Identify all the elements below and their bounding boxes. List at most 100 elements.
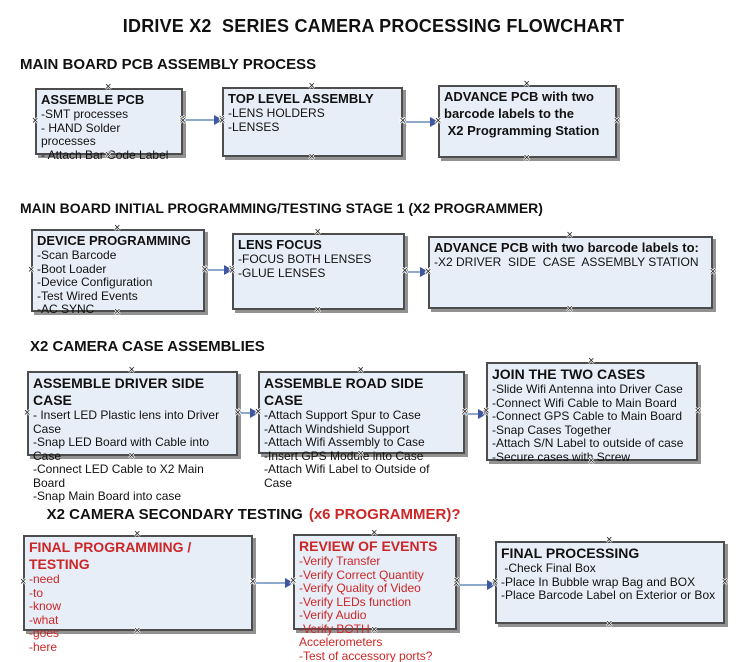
box-line: -here (29, 639, 58, 654)
anchor-x-icon: × (482, 407, 489, 419)
arrow-line (205, 269, 227, 271)
anchor-x-icon: × (606, 618, 613, 630)
flow-box-join-the-two-cases[interactable]: JOIN THE TWO CASES -Slide Wifi Antenna i… (483, 356, 701, 467)
box-line: -Connect Wifi Cable to Main Board (492, 395, 677, 410)
flow-arrow[interactable]: × × (249, 576, 296, 589)
box-title: REVIEW OF EVENTS (299, 538, 438, 554)
box-line: -GLUE LENSES (238, 265, 326, 280)
flow-arrow[interactable]: × × (453, 578, 498, 591)
anchor-x-icon: × (399, 115, 406, 127)
arrow-line (253, 582, 288, 584)
box-title: LENS FOCUS (238, 237, 322, 252)
box-title: ASSEMBLE PCB (41, 92, 145, 107)
anchor-x-icon: × (357, 364, 364, 376)
anchor-x-icon: × (434, 115, 441, 127)
box-line: -Attach Wifi Label to Outside of Case (264, 462, 433, 490)
box-line: -Boot Loader (37, 261, 107, 276)
arrow-head-icon (478, 409, 487, 419)
arrow-head-icon (214, 115, 223, 125)
anchor-x-icon: × (401, 265, 408, 277)
box-line: -FOCUS BOTH LENSES (238, 252, 372, 266)
section-header-case-assemblies: X2 CAMERA CASE ASSEMBLIES (30, 338, 265, 355)
arrow-line (405, 271, 423, 273)
box-line: - HAND Solder processes (41, 120, 124, 148)
box-line: -Verify Audio (299, 608, 367, 622)
flow-box-top-level-assembly[interactable]: TOP LEVEL ASSEMBLY -LENS HOLDERS -LENSES… (219, 81, 406, 163)
section-header-secondary-testing: X2 CAMERA SECONDARY TESTING (x6 PROGRAMME… (30, 489, 461, 540)
anchor-x-icon: × (566, 303, 573, 315)
box-line: -LENS HOLDERS (228, 106, 325, 120)
section-header-secondary-testing-black: X2 CAMERA SECONDARY TESTING (46, 506, 303, 523)
box-title: TOP LEVEL ASSEMBLY (228, 91, 374, 106)
flow-box-lens-focus[interactable]: LENS FOCUS -FOCUS BOTH LENSES -GLUE LENS… (229, 227, 408, 316)
box-line: -goes (29, 626, 60, 640)
box-line: -Secure cases with Screw (492, 449, 631, 464)
flow-box-review-of-events[interactable]: REVIEW OF EVENTS -Verify Transfer -Verif… (290, 528, 460, 662)
anchor-x-icon: × (254, 406, 261, 418)
anchor-x-icon: × (523, 152, 530, 164)
flow-box-advance-pcb-driver-side-station[interactable]: ADVANCE PCB with two barcode labels to: … (425, 230, 716, 315)
flow-box-final-programming-testing[interactable]: FINAL PROGRAMMING / TESTING -need -to -k… (20, 529, 256, 654)
box-line: X2 Programming Station (444, 123, 600, 138)
anchor-x-icon: × (32, 114, 39, 127)
flow-arrow[interactable]: × × (201, 264, 235, 276)
section-header-pcb-assembly: MAIN BOARD PCB ASSEMBLY PROCESS (20, 56, 317, 73)
flow-arrow[interactable]: × × (461, 407, 489, 420)
anchor-x-icon: × (588, 355, 595, 367)
box-line: -Connect GPS Cable to Main Board (492, 409, 683, 423)
box-line: -AC SYNC (37, 302, 95, 316)
anchor-x-icon: × (201, 263, 208, 275)
box-line: barcode labels to the (444, 106, 575, 121)
anchor-x-icon: × (218, 113, 225, 125)
anchor-x-icon: × (24, 406, 31, 419)
flow-arrow[interactable]: × × (234, 406, 261, 419)
box-line: -need (29, 572, 60, 586)
box-line: -to (29, 585, 44, 600)
box-line: -LENSES (228, 119, 280, 134)
flow-arrow[interactable]: × × (401, 265, 431, 278)
section-header-initial-programming: MAIN BOARD INITIAL PROGRAMMING/TESTING S… (20, 200, 543, 216)
flow-box-final-processing[interactable]: FINAL PROCESSING -Check Final Box -Place… (492, 535, 728, 630)
box-line: -Slide Wifi Antenna into Driver Case (492, 382, 683, 396)
anchor-x-icon: × (461, 407, 468, 419)
anchor-x-icon: × (424, 265, 431, 277)
box-line: -Snap Cases Together (492, 422, 612, 437)
box-line: -Attach Wifi Assembly to Case (264, 435, 425, 449)
flow-box-device-programming[interactable]: DEVICE PROGRAMMING -Scan Barcode -Boot L… (28, 223, 208, 318)
flow-box-assemble-road-side-case[interactable]: ASSEMBLE ROAD SIDE CASE -Attach Support … (255, 365, 468, 490)
anchor-x-icon: × (234, 406, 241, 418)
box-line: -Verify Transfer (299, 554, 381, 568)
box-title: FINAL PROCESSING (501, 545, 640, 561)
arrow-line (457, 584, 490, 586)
flow-box-assemble-driver-side-case[interactable]: ASSEMBLE DRIVER SIDE CASE - Insert LED P… (24, 365, 241, 503)
arrow-head-icon (250, 408, 259, 418)
box-line: -Place Barcode Label on Exterior or Box (501, 588, 716, 602)
box-line: -Check Final Box (501, 561, 596, 575)
section-header-secondary-testing-red: (x6 PROGRAMMER)? (308, 506, 461, 523)
anchor-x-icon: × (289, 576, 296, 588)
flow-arrow[interactable]: × × (179, 113, 225, 126)
box-line: -Attach Support Spur to Case (264, 408, 421, 422)
box-line: - Insert LED Plastic lens into Driver Ca… (33, 408, 223, 436)
box-line: -Connect LED Cable to X2 Main Board (33, 462, 208, 490)
anchor-x-icon: × (721, 575, 728, 588)
box-title: DEVICE PROGRAMMING (37, 233, 191, 248)
arrow-head-icon (285, 578, 294, 588)
flow-arrow[interactable]: × × (399, 115, 441, 128)
box-line: -Attach Windshield Support (264, 421, 410, 436)
arrow-line (238, 412, 253, 414)
arrow-head-icon (487, 580, 496, 590)
flow-box-assemble-pcb[interactable]: ASSEMBLE PCB -SMT processes - HAND Solde… (32, 82, 186, 162)
page-title: IDRIVE X2 SERIES CAMERA PROCESSING FLOWC… (122, 16, 625, 36)
anchor-x-icon: × (709, 265, 716, 278)
flow-box-advance-pcb-programming-station[interactable]: ADVANCE PCB with two barcode labels to t… (435, 79, 620, 164)
box-line: -Verify BOTH Accelerometers (299, 621, 383, 649)
anchor-x-icon: × (28, 263, 35, 276)
anchor-x-icon: × (491, 578, 498, 590)
box-line: -Snap Main Board into case (33, 489, 182, 503)
anchor-x-icon: × (308, 151, 315, 163)
anchor-x-icon: × (453, 578, 460, 590)
box-line: -Snap LED Board with Cable into Case (33, 435, 213, 463)
box-line: -Insert GPS Module into Case (264, 448, 424, 463)
